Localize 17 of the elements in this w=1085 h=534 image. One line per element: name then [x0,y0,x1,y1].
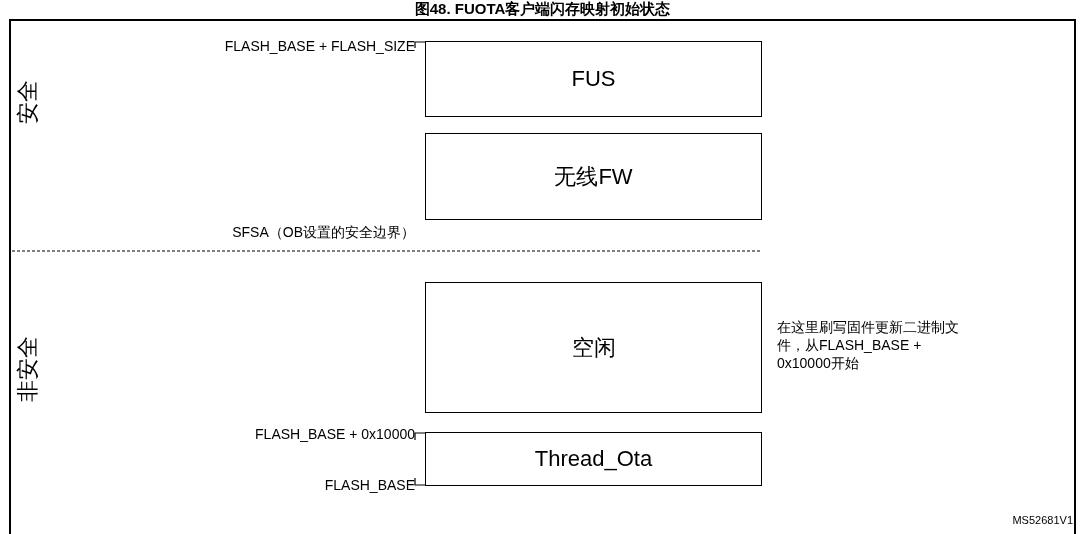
figure-title: 图48. FUOTA客户端闪存映射初始状态 [413,1,672,17]
section-label: 非安全 [16,336,40,402]
figure-id: MS52681V1 [1012,513,1073,528]
note-text: 在这里刷写固件更新二进制文件，从FLASH_BASE + 0x10000开始 [777,318,960,372]
region-name: 无线FW [554,162,633,191]
address-label: FLASH_BASE [324,477,415,493]
region-name: 空闲 [571,333,616,362]
address-label: FLASH_BASE + 0x10000 [255,426,415,442]
memory-region-box [425,432,762,486]
memory-region-box [425,41,762,117]
boundary-label: SFSA（OB设置的安全边界） [232,224,415,240]
section-label: 安全 [16,80,40,124]
address-label: FLASH_BASE + FLASH_SIZE [224,38,415,54]
region-name: FUS [571,66,616,92]
region-name: Thread_Ota [534,446,653,472]
memory-region-box [425,133,762,220]
memory-region-box [425,282,762,413]
